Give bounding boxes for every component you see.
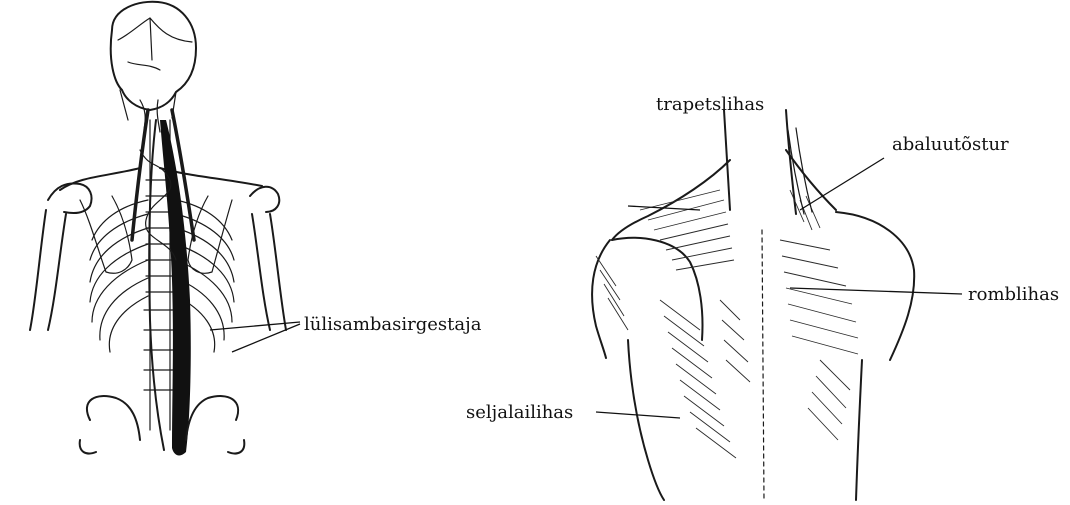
leader-lines	[210, 158, 962, 418]
label-trapezius: trapetslihas	[656, 94, 764, 115]
leader-erector-right	[232, 324, 300, 352]
label-latissimus-dorsi: seljalailihas	[466, 402, 573, 423]
leader-rhomboid	[790, 288, 962, 294]
skeleton-back-figure	[30, 2, 286, 456]
label-rhomboid: romblihas	[968, 284, 1059, 305]
label-levator-scapulae: abaluutõstur	[892, 134, 1009, 155]
label-erector-spinae: lülisambasirgestaja	[304, 314, 482, 335]
